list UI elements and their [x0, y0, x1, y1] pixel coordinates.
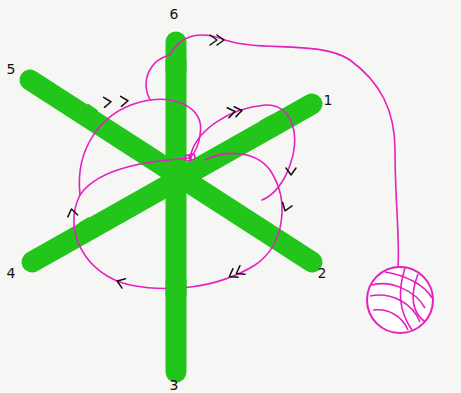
arm-number: 4	[7, 266, 16, 280]
stick-cross	[30, 42, 312, 372]
yarn-strand	[170, 35, 398, 268]
arm-number: 6	[170, 7, 179, 21]
stick	[166, 42, 187, 372]
stick	[32, 104, 312, 262]
arm-number: 3	[170, 378, 179, 392]
arm-number: 5	[7, 62, 16, 76]
under-crossings	[82, 60, 276, 296]
stick	[30, 80, 312, 262]
arm-number: 2	[318, 266, 327, 280]
arm-number: 1	[324, 93, 333, 107]
yarn-loop	[190, 105, 295, 200]
yarn-loop	[79, 99, 200, 195]
direction-arrows	[67, 35, 296, 288]
yarn-ball	[367, 267, 433, 333]
yarn	[74, 35, 399, 288]
yarn-ring	[74, 153, 282, 288]
yarn-knot	[185, 155, 191, 161]
